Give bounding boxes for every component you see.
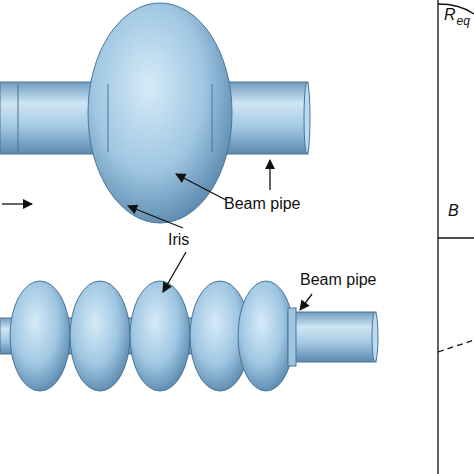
- leader-arrow: [300, 294, 312, 310]
- pipe-end: [304, 82, 310, 154]
- leader-arrow: [163, 252, 186, 292]
- profile-arc: [438, 4, 474, 14]
- cell: [88, 3, 232, 223]
- divider-line: [438, 237, 474, 238]
- flange: [288, 308, 296, 366]
- dashed-profile: [438, 340, 474, 352]
- profile-panel: [438, 0, 474, 474]
- leader-arrow: [269, 160, 270, 190]
- iris-ring: [108, 84, 109, 152]
- single-cell-cavity: [0, 3, 310, 223]
- leader-arrow: [2, 203, 32, 204]
- pipe-end: [372, 312, 378, 362]
- part-label: Beam pipe: [224, 196, 301, 212]
- leader-arrow: [176, 174, 226, 200]
- cell: [70, 281, 130, 391]
- symbol-label: R: [444, 7, 456, 23]
- leader-arrow: [128, 206, 183, 228]
- symbol-label: B: [448, 203, 459, 219]
- pipe-seam: [18, 84, 19, 152]
- cell: [130, 281, 190, 391]
- cell: [10, 281, 70, 391]
- part-label: Iris: [168, 232, 189, 248]
- cell: [238, 281, 294, 391]
- symbol-subscript: eq: [457, 15, 470, 27]
- leader-lines: [2, 160, 312, 310]
- five-cell-cavity: [0, 281, 378, 391]
- axis-line: [437, 0, 438, 474]
- part-label: Beam pipe: [300, 272, 377, 288]
- beam-pipe: [288, 312, 376, 362]
- iris-ring: [212, 84, 213, 152]
